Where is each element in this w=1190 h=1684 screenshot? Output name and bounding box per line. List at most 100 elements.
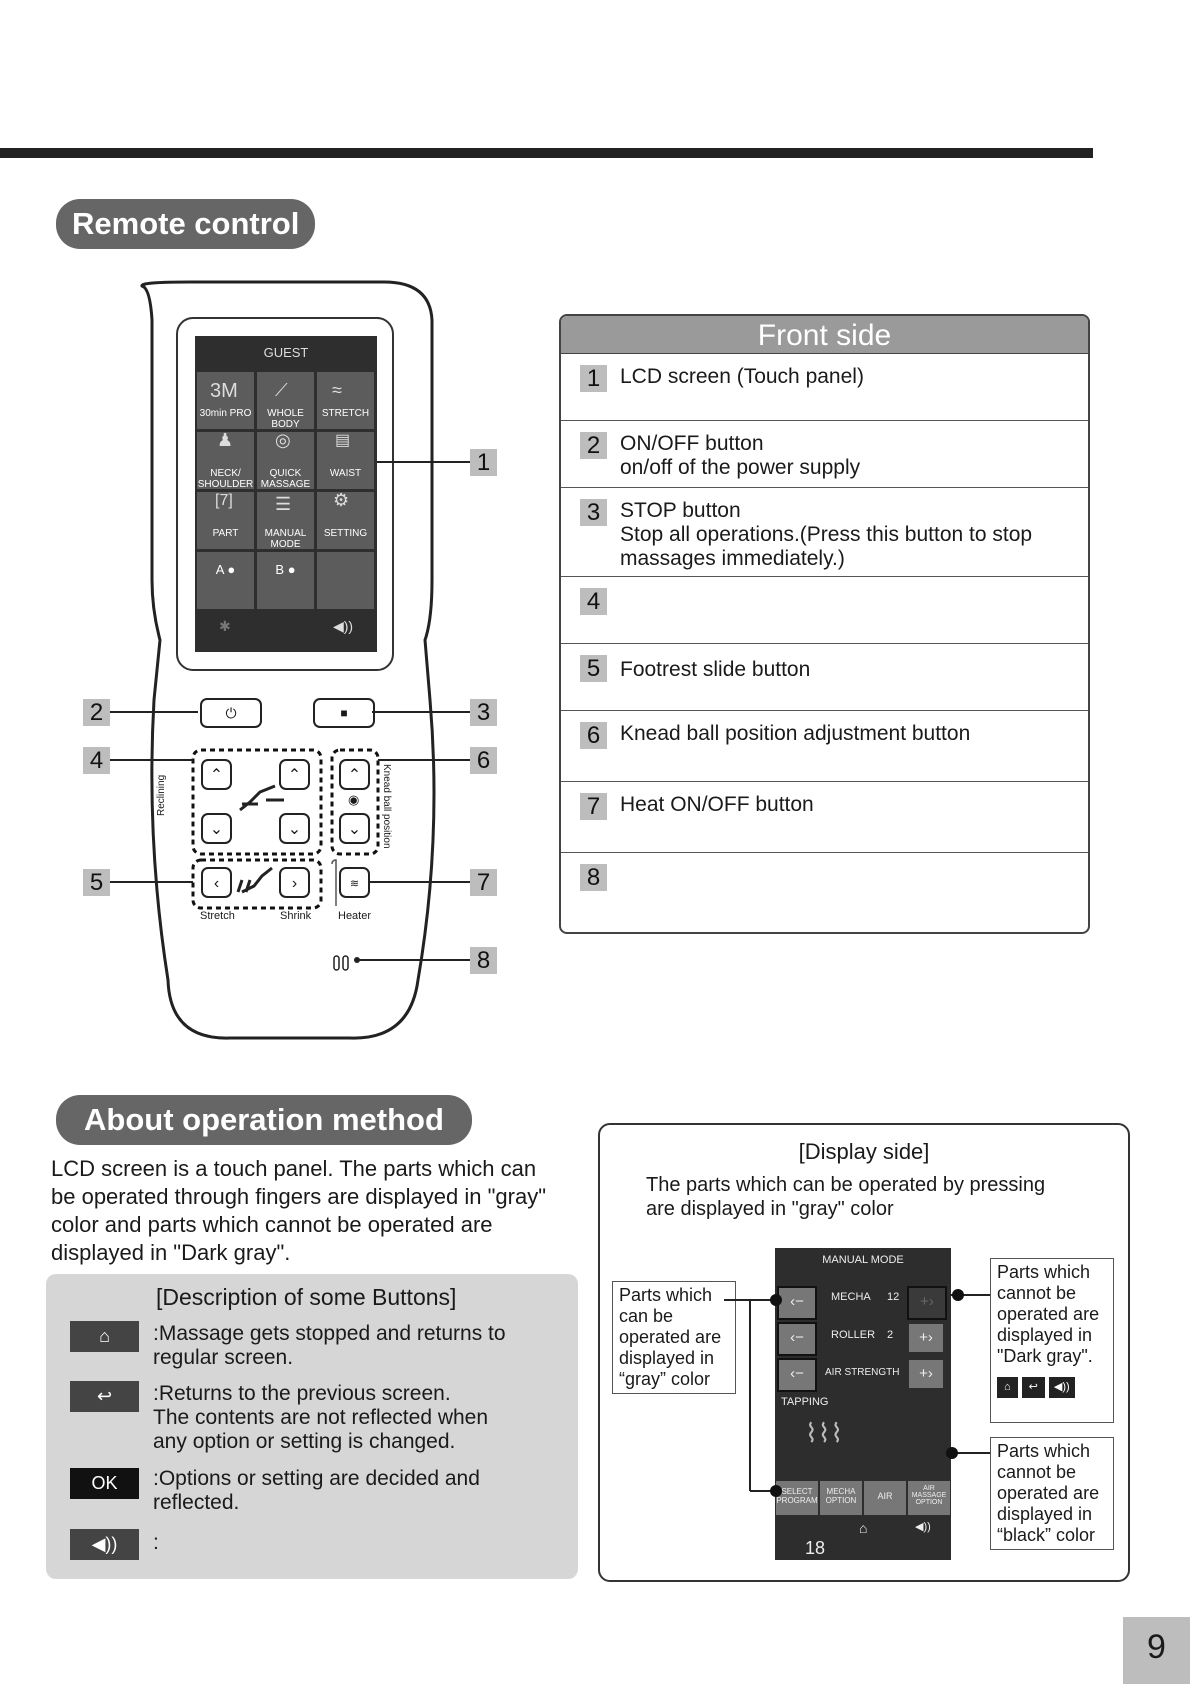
desc-line: :Returns to the previous screen. (153, 1382, 451, 1405)
air-massage-option-button[interactable]: AIR MASSAGE OPTION (908, 1481, 950, 1515)
callout-line: operated are (619, 1327, 722, 1347)
tile-manual-mode[interactable]: MANUAL MODE (257, 492, 314, 550)
item-number: 4 (580, 588, 607, 615)
callout-line: Parts which (997, 1262, 1091, 1282)
tile-part[interactable]: PART (197, 492, 254, 549)
item-text: massages immediately.) (620, 547, 845, 570)
stretch-button[interactable]: ‹ (201, 867, 232, 898)
gear-icon: ⚙ (333, 490, 350, 510)
remote-control-heading: Remote control (56, 199, 316, 249)
mecha-label: MECHA (831, 1291, 871, 1303)
return-icon: ↩ (1021, 1377, 1045, 1398)
callout-line: operated are (997, 1483, 1100, 1503)
air-plus-button[interactable]: +› (909, 1360, 943, 1388)
lcd-screen: GUEST 30min PRO WHOLE BODY STRETCH NECK/… (195, 336, 377, 652)
air-button[interactable]: AIR (864, 1481, 906, 1515)
neck-icon: ♟ (217, 430, 234, 450)
home-icon: ⌂ (997, 1377, 1018, 1398)
recline-up-right-button[interactable]: ⌃ (279, 759, 310, 790)
item-text: Footrest slide button (620, 658, 811, 681)
item-number: 3 (580, 499, 607, 526)
item-number: 5 (580, 655, 607, 682)
tile-label: PART (212, 528, 239, 539)
tile-30min-pro[interactable]: 30min PRO (197, 372, 254, 429)
tile-whole-body[interactable]: WHOLE BODY (257, 372, 314, 430)
desc-line: any option or setting is changed. (153, 1430, 456, 1453)
manual-mode-title: MANUAL MODE (822, 1254, 904, 1266)
front-item-8: 8 (561, 853, 1088, 929)
tile-setting[interactable]: SETTING (317, 492, 374, 549)
callout-6: 6 (470, 747, 497, 774)
callout-line: cannot be (997, 1462, 1077, 1482)
tapping-label: TAPPING (781, 1396, 829, 1408)
30-icon: 3M (210, 380, 238, 402)
speaker-icon: ◀)) (915, 1521, 931, 1533)
desc-line: :Options or setting are decided and (153, 1467, 480, 1490)
item-number: 6 (580, 722, 607, 749)
chevron-up-icon: ⌃ (209, 767, 224, 784)
speaker-icon[interactable]: ◀)) (333, 618, 354, 634)
shrink-label: Shrink (280, 910, 312, 922)
power-button[interactable]: ⏻ (200, 698, 262, 728)
select-program-button[interactable]: SELECT PROGRAM (776, 1481, 818, 1515)
recline-down-left-button[interactable]: ⌄ (201, 813, 232, 844)
roller-minus-button[interactable]: ‹− (777, 1322, 817, 1356)
speaker-icon: ◀)) (70, 1529, 139, 1560)
chevron-down-icon: ⌄ (209, 821, 224, 838)
recline-up-left-button[interactable]: ⌃ (201, 759, 232, 790)
heater-icon: ≋ (349, 878, 360, 890)
callout-1: 1 (470, 449, 497, 476)
tile-quick-massage[interactable]: QUICK MASSAGE (257, 432, 314, 490)
mecha-minus-button[interactable]: ‹− (777, 1286, 817, 1320)
roller-plus-button[interactable]: +› (909, 1324, 943, 1352)
air-minus-button[interactable]: ‹− (777, 1358, 817, 1392)
speaker-icon: ◀)) (1048, 1377, 1075, 1398)
callout-gray: Parts which can be operated are displaye… (612, 1281, 736, 1394)
about-line: LCD screen is a touch panel. The parts w… (51, 1156, 537, 1181)
user-b-button[interactable]: B ● (257, 552, 314, 609)
callout-line: displayed in (997, 1325, 1093, 1345)
stretch-label: Stretch (200, 910, 235, 922)
front-item-1: 1 LCD screen (Touch panel) (561, 354, 1088, 421)
item-text: Stop all operations.(Press this button t… (620, 523, 1033, 546)
item-text: Knead ball position adjustment button (620, 722, 971, 745)
top-rule (0, 148, 1093, 158)
display-leader-lines (724, 1289, 990, 1497)
roller-value: 2 (887, 1329, 894, 1341)
item-number: 8 (580, 864, 607, 891)
ok-icon: OK (70, 1468, 139, 1499)
user-a-label: A (215, 562, 224, 577)
tile-label: STRETCH (321, 408, 370, 419)
tile-waist[interactable]: WAIST (317, 432, 374, 489)
shrink-button[interactable]: › (279, 867, 310, 898)
tile-label: WAIST (329, 468, 362, 479)
item-number: 7 (580, 793, 607, 820)
knead-up-button[interactable]: ⌃ (339, 759, 370, 790)
about-line: displayed in "Dark gray". (51, 1240, 291, 1265)
body-figure-icon: ⌇⌇⌇ (805, 1418, 844, 1448)
callout-line: "Dark gray". (997, 1346, 1093, 1366)
waist-icon: ▤ (335, 432, 351, 449)
callout-line: “gray” color (619, 1369, 711, 1389)
callout-line: Parts which (997, 1441, 1091, 1461)
callout-line: cannot be (997, 1283, 1077, 1303)
reclining-label: Reclining (156, 774, 167, 816)
mecha-option-button[interactable]: MECHA OPTION (820, 1481, 862, 1515)
tile-neck-shoulder[interactable]: NECK/ SHOULDER (197, 432, 254, 490)
user-icon: ● (227, 562, 236, 577)
home-icon: ⌂ (70, 1321, 139, 1352)
desc-title: [Description of some Buttons] (156, 1284, 457, 1310)
recline-down-right-button[interactable]: ⌄ (279, 813, 310, 844)
heater-button[interactable]: ≋ (339, 867, 370, 898)
stop-button[interactable]: ■ (313, 698, 375, 728)
about-paragraph: LCD screen is a touch panel. The parts w… (51, 1155, 546, 1267)
display-side-panel: [Display side] The parts which can be op… (598, 1123, 1130, 1582)
knead-down-button[interactable]: ⌄ (339, 813, 370, 844)
user-a-button[interactable]: A ● (197, 552, 254, 609)
callout-7: 7 (470, 869, 497, 896)
mecha-plus-button: +› (907, 1286, 947, 1320)
screen-title: GUEST (263, 345, 309, 360)
tile-stretch[interactable]: STRETCH (317, 372, 374, 429)
chevron-down-icon: ⌄ (347, 821, 362, 838)
